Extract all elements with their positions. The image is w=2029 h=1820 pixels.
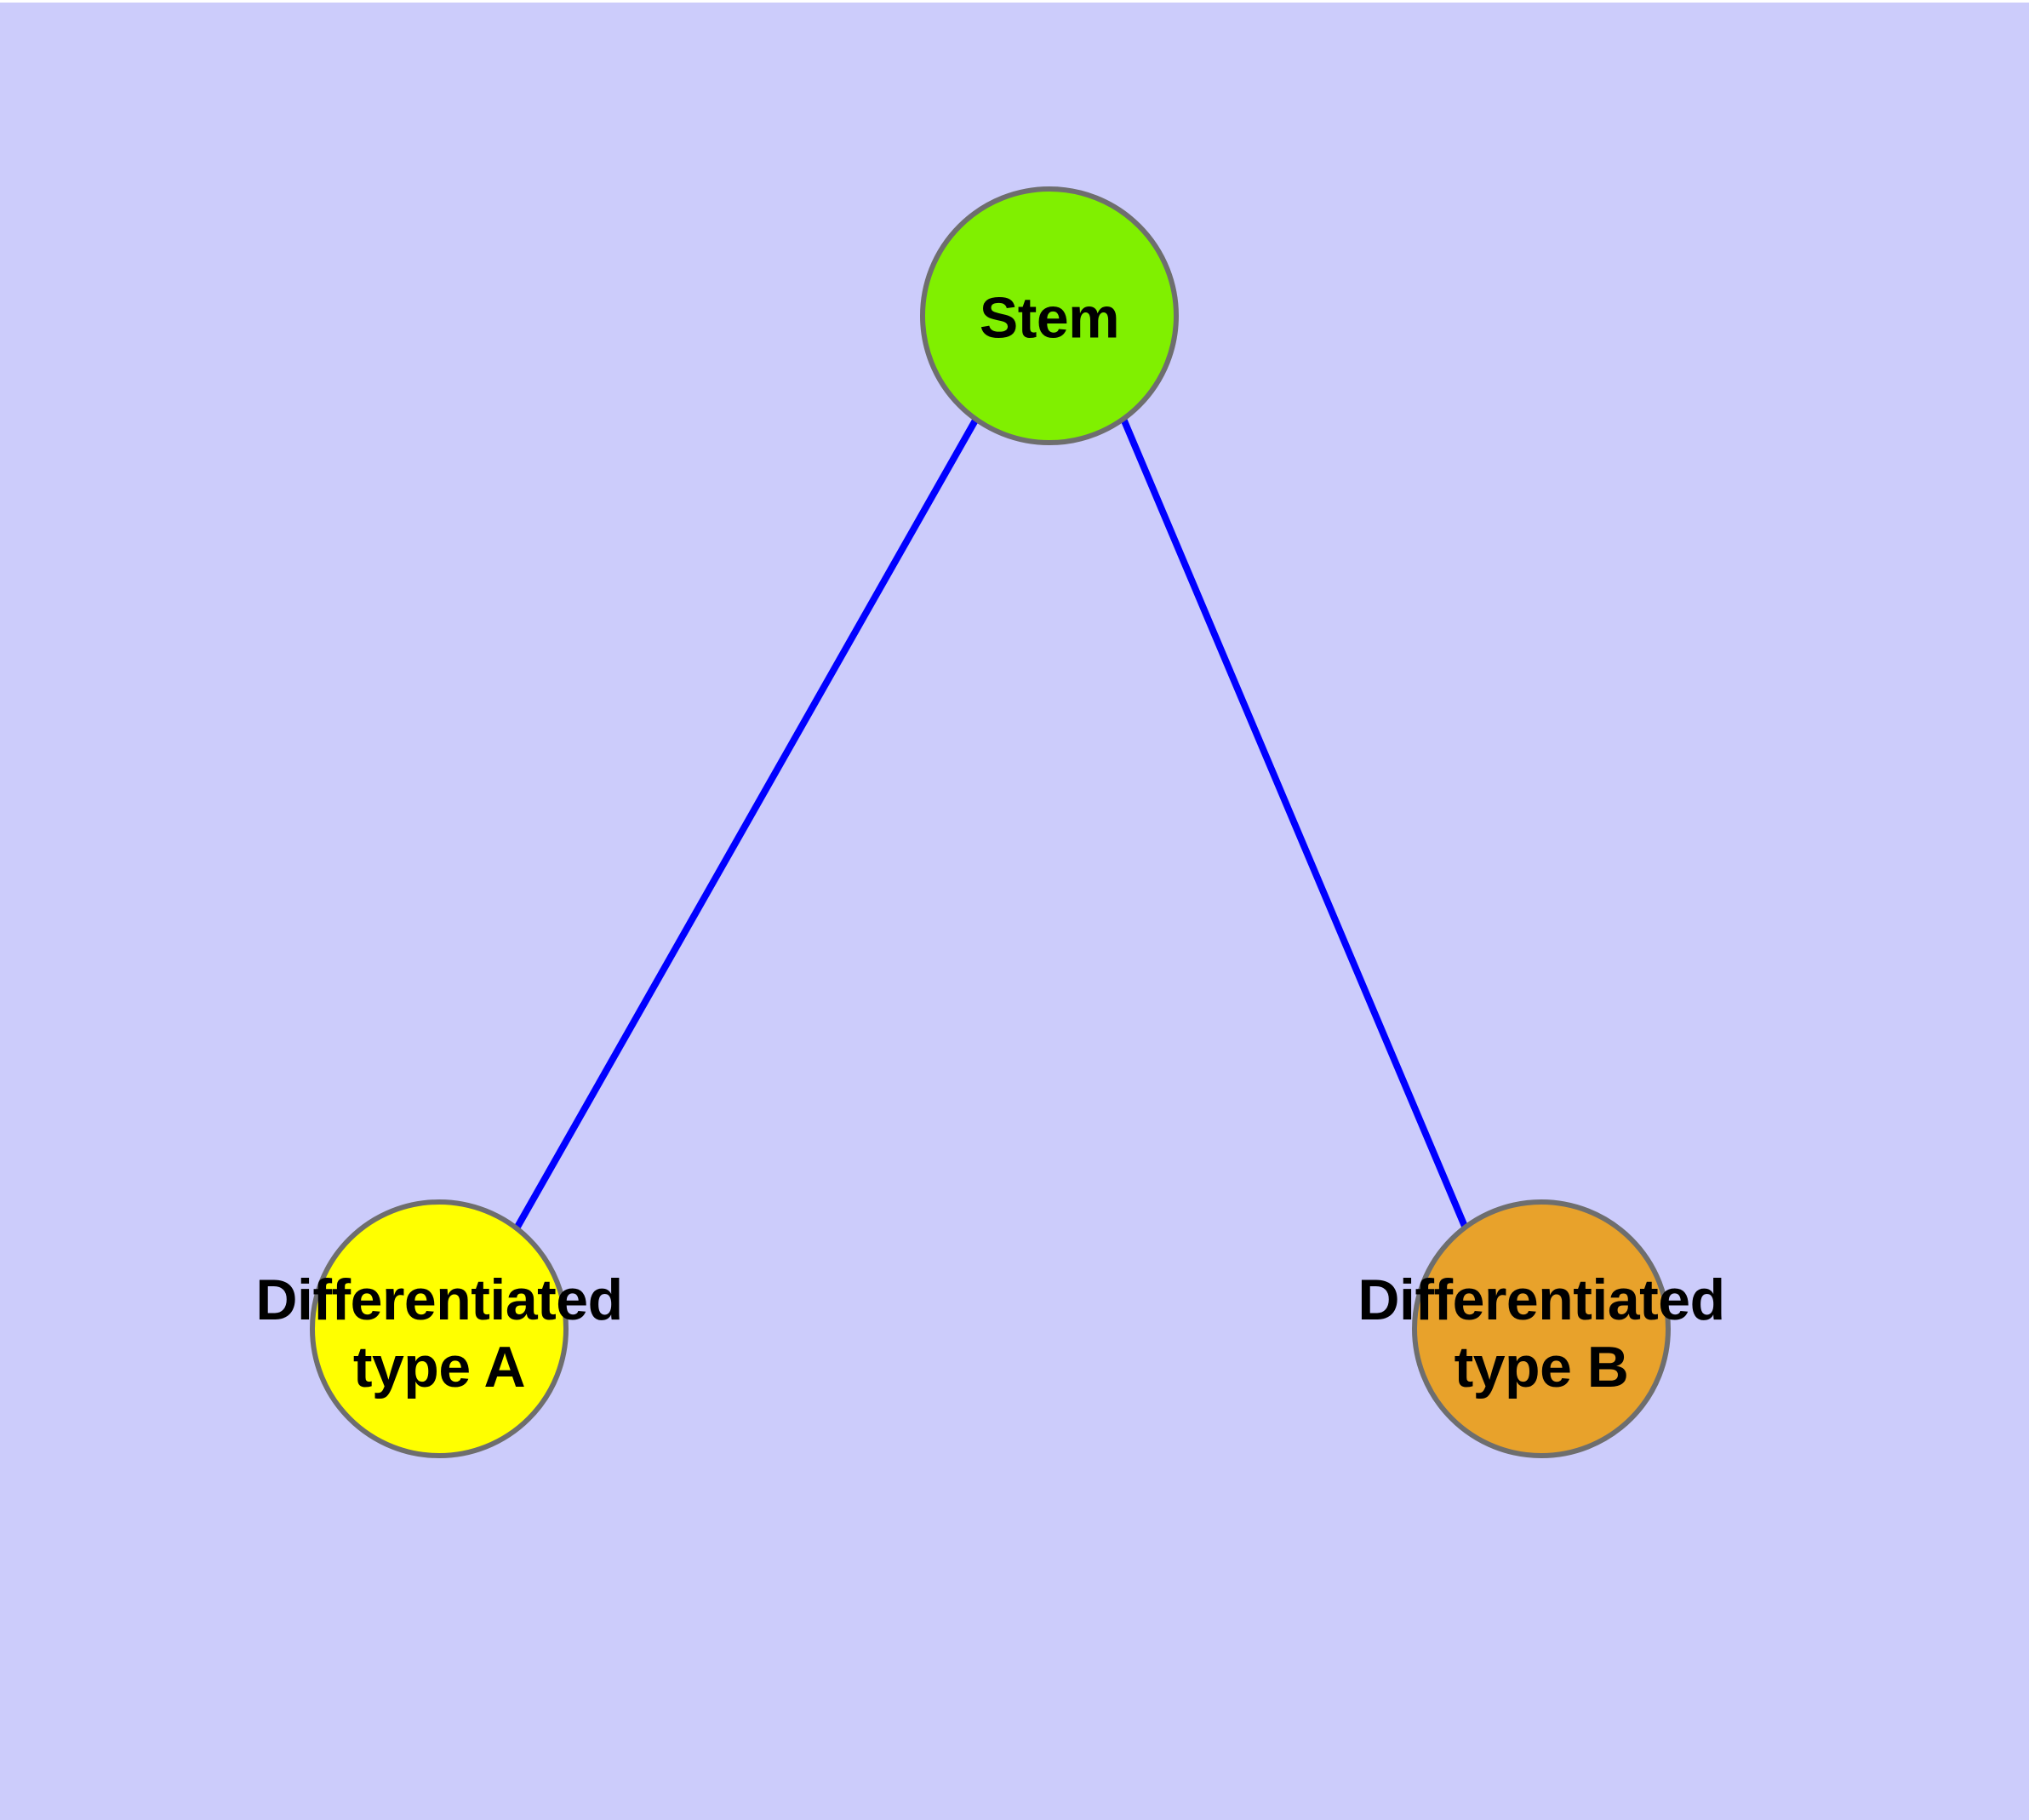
- node-layer: [310, 186, 1671, 1458]
- node-differentiated-type-a-circle[interactable]: [310, 1199, 569, 1458]
- edge-layer: [513, 417, 1469, 1230]
- edge-stem-to-differentiated-type-a: [513, 417, 980, 1230]
- edge-stem-to-differentiated-type-b: [1120, 417, 1469, 1230]
- node-differentiated-type-b-circle[interactable]: [1412, 1199, 1671, 1458]
- node-stem-circle[interactable]: [920, 186, 1179, 445]
